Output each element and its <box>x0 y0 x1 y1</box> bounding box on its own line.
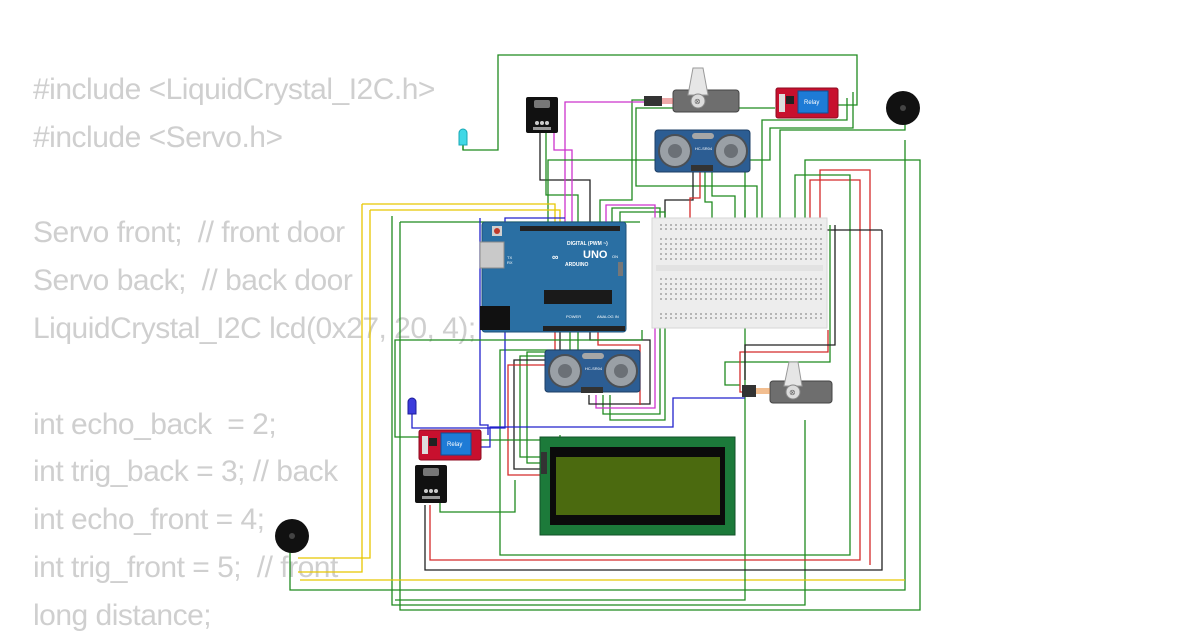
relay-module-bottom[interactable]: Relay <box>418 429 482 461</box>
wire[interactable] <box>289 140 906 591</box>
wire[interactable] <box>553 130 573 225</box>
ultrasonic-sensor-front[interactable]: HC-SR04 <box>654 129 751 173</box>
tx-label: TX <box>507 255 512 260</box>
wire[interactable] <box>395 210 746 601</box>
servo-motor-front[interactable]: ⊗ <box>644 67 740 113</box>
wire[interactable] <box>761 98 848 225</box>
breadboard-holes <box>660 224 822 319</box>
wire[interactable] <box>499 174 851 556</box>
wire[interactable] <box>298 204 363 573</box>
board-model: UNO <box>583 249 608 261</box>
servo-motor-back[interactable]: ⊗ <box>742 361 833 404</box>
buzzer-top[interactable] <box>886 91 920 125</box>
wire[interactable] <box>704 170 713 225</box>
wire[interactable] <box>724 225 831 386</box>
wire[interactable] <box>588 330 651 405</box>
buzzer-bottom[interactable] <box>275 519 309 553</box>
wire[interactable] <box>779 124 906 225</box>
digital-label: DIGITAL (PWM ~) <box>567 241 608 247</box>
led-blue[interactable] <box>407 397 417 415</box>
wire[interactable] <box>399 159 921 611</box>
wire[interactable] <box>429 179 861 561</box>
wire[interactable] <box>370 209 561 225</box>
code-line: int echo_front = 4; <box>33 503 265 537</box>
wire[interactable] <box>711 170 736 225</box>
arduino-uno-board[interactable]: DIGITAL (PWM ~) ∞ UNO ARDUINO TX RX ON P… <box>479 221 627 333</box>
code-line: long distance; <box>33 598 212 632</box>
code-line: #include <Servo.h> <box>33 120 283 154</box>
relay-module-top[interactable]: Relay <box>775 87 839 119</box>
led-cyan[interactable] <box>458 128 468 146</box>
wire[interactable] <box>391 216 806 606</box>
arduino-logo: ∞ <box>552 252 559 262</box>
ir-sensor-top[interactable] <box>526 97 558 133</box>
breadboard[interactable] <box>651 217 828 329</box>
wire[interactable] <box>664 170 694 225</box>
wire[interactable] <box>599 99 644 225</box>
wire[interactable] <box>519 330 571 458</box>
relay-label: Relay <box>447 442 462 448</box>
wire[interactable] <box>298 210 371 559</box>
wire[interactable] <box>439 480 516 513</box>
wire[interactable] <box>526 330 579 464</box>
lcd-display[interactable] <box>539 436 736 536</box>
wire[interactable] <box>394 330 643 438</box>
code-line: LiquidCrystal_I2C lcd(0x27, 20, 4); <box>33 311 476 345</box>
on-label: ON <box>612 254 618 259</box>
wire[interactable] <box>564 101 654 225</box>
ultrasonic-sensor-back[interactable]: HC-SR04 <box>544 349 641 393</box>
wire[interactable] <box>545 130 579 225</box>
wire[interactable] <box>411 217 565 429</box>
analog-label: ANALOG IN <box>597 314 619 319</box>
code-editor-text: #include <LiquidCrystal_I2C.h> #include <… <box>33 66 476 640</box>
sensor-label: HC-SR04 <box>695 146 713 151</box>
ir-sensor-bottom[interactable] <box>415 465 447 503</box>
wire[interactable] <box>744 225 836 380</box>
code-line: #include <LiquidCrystal_I2C.h> <box>33 73 435 106</box>
wire[interactable] <box>689 170 701 225</box>
code-line: Servo back; // back door <box>33 264 353 298</box>
code-line: int echo_back = 2; <box>33 407 277 441</box>
wire[interactable] <box>424 230 883 571</box>
rx-label: RX <box>507 260 513 265</box>
code-line: Servo front; // front door <box>33 216 345 250</box>
wire[interactable] <box>819 169 871 565</box>
servo-hub-icon: ⊗ <box>789 388 796 397</box>
sensor-label: HC-SR04 <box>585 366 603 371</box>
code-line: int trig_back = 3; // back <box>33 455 338 489</box>
relay-label: Relay <box>804 100 819 106</box>
servo-hub-icon: ⊗ <box>694 97 701 106</box>
power-label: POWER <box>566 314 581 319</box>
board-brand: ARDUINO <box>565 262 588 268</box>
wire[interactable] <box>480 397 745 448</box>
